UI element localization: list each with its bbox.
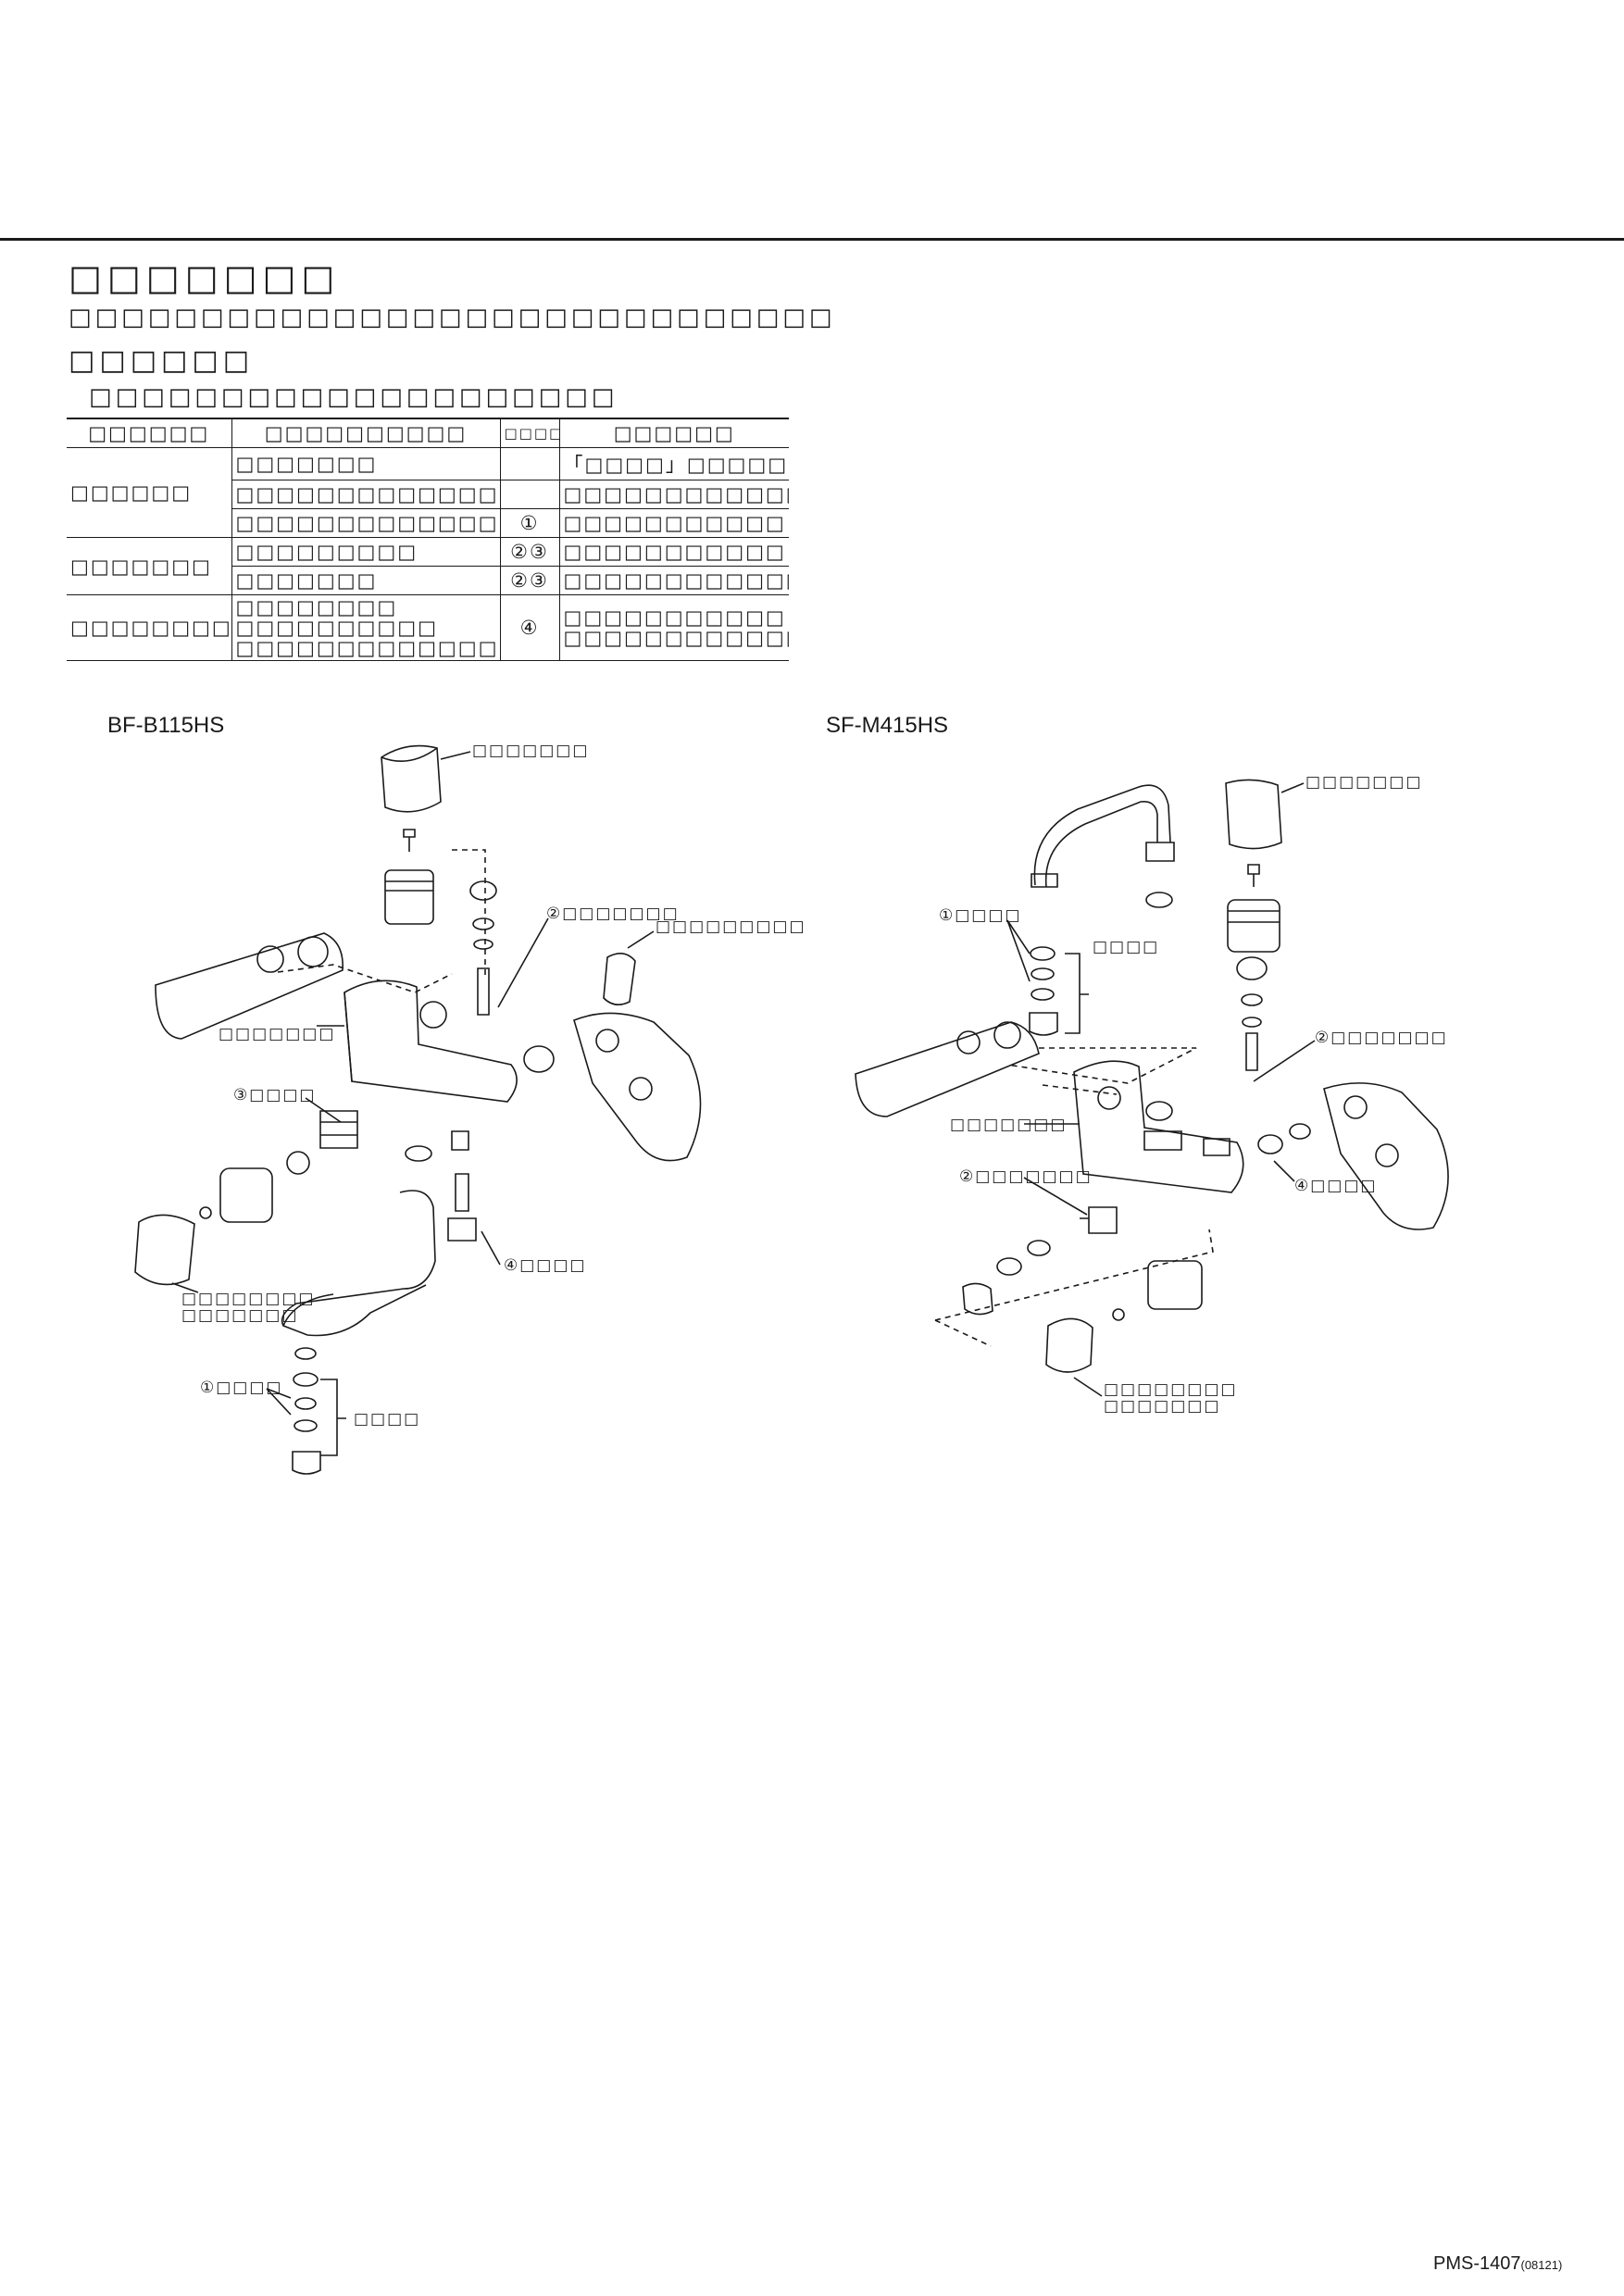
label-filter-1: ①□□□□ (939, 906, 1022, 925)
table-row: □□□□□□□ □□□□□□□□□ ②③ □□□□□□□□□□□ (67, 537, 789, 595)
mark-cell: ① (500, 508, 560, 538)
symptom-cell: □□□□□□□ (67, 537, 232, 595)
label-aerator: □□□□ (354, 1410, 421, 1429)
label-packing-3: ③□□□□ (233, 1086, 317, 1104)
column-header: □□□□□□ (67, 418, 232, 448)
remedy-line: □□□□□□□□□□□□□□ (563, 627, 790, 649)
label-body: □□□□□□□ (950, 1116, 1068, 1134)
label-headpart-2: ②□□□□□□□ (546, 905, 680, 923)
label-handle: □□□□□□□ (1305, 773, 1423, 792)
table-header-row: □□□□□□ □□□□□□□□□□ □□□□ □□□□□□ (67, 418, 789, 448)
label-body: □□□□□□□ (219, 1025, 336, 1043)
document-subcode: (08121) (1520, 2258, 1563, 2272)
label-strainer-4: ④□□□□ (504, 1256, 587, 1275)
column-header: □□□□□□ (559, 418, 789, 448)
symptom-cell: □□□□□□ (67, 447, 232, 538)
remedy-cell: 「□□□□」□□□□□ (559, 447, 789, 480)
document-code: PMS-1407 (1433, 2253, 1521, 2274)
left-exploded-view (135, 746, 701, 1474)
label-handle: □□□□□□□ (472, 742, 590, 760)
mark-cell (500, 447, 560, 480)
remedy-cell: □□□□□□□□□□□ □□□□□□□□□□□□□□ (559, 594, 790, 661)
table-row: □□□□□□□□□□□□□□□ □□□□□□□□□□□□□□ (67, 480, 789, 509)
mark-cell: ②③ (500, 537, 560, 567)
column-header: □□□□□□□□□□ (231, 418, 501, 448)
section-heading: □□□□□□ (69, 344, 255, 377)
label-spout-a: □□□□□□□□ (181, 1290, 316, 1308)
remedy-cell: □□□□□□□□□□□□□□ (559, 480, 789, 509)
cause-cell: □□□□□□□□ □□□□□□□□□□ □□□□□□□□□□□□□□□ (231, 594, 501, 661)
remedy-cell: □□□□□□□□□□□□□□ (559, 566, 789, 595)
remedy-cell: □□□□□□□□□□□ (559, 508, 789, 538)
cause-line: □□□□□□□□□□ (235, 617, 438, 639)
label-handle-2a: □□□□□□□□ (1104, 1380, 1238, 1399)
label-headpart-2: ②□□□□□□□ (1315, 1029, 1448, 1047)
symptom-cell: □□□□□□□□ (67, 594, 232, 661)
cause-cell: □□□□□□□□□□□□□□ (231, 508, 501, 538)
cause-cell: □□□□□□□□□ (231, 537, 501, 567)
label-handle-2b: □□□□□□□ (1104, 1397, 1221, 1416)
remedy-cell: □□□□□□□□□□□ (559, 537, 789, 567)
cause-cell: □□□□□□□□□□□□□□□ (231, 480, 501, 509)
mark-cell (500, 480, 560, 509)
table-row: □□□□□□□□ □□□□□□□□ □□□□□□□□□□ □□□□□□□□□□□… (67, 594, 790, 661)
remedy-line: □□□□□□□□□□□ (563, 606, 786, 629)
label-spout-b: □□□□□□□ (181, 1306, 299, 1325)
cause-line: □□□□□□□□□□□□□□□ (235, 637, 500, 659)
label-aerator: □□□□ (1093, 938, 1160, 956)
model-label-left: BF-B115HS (107, 713, 225, 738)
mark-cell: ④ (500, 594, 560, 661)
footer-code: PMS-1407(08121) (1433, 2253, 1562, 2275)
label-headpart-2: ②□□□□□□□ (959, 1167, 1093, 1186)
label-strainer-4: ④□□□□ (1294, 1177, 1378, 1195)
cause-cell: □□□□□□□ (231, 566, 501, 595)
table-row: □□□□□□ □□□□□□□ 「□□□□」□□□□□ (67, 447, 789, 538)
header-rule (0, 238, 1624, 241)
mark-cell: ②③ (500, 566, 560, 595)
label-elbow: □□□□□□□□□ (656, 917, 806, 936)
column-header: □□□□ (500, 418, 560, 448)
page-title: □□□□□□□ (69, 257, 341, 298)
cause-cell: □□□□□□□ (231, 447, 501, 480)
table-row: □□□□□□□ ②③ □□□□□□□□□□□□□□ (67, 566, 789, 595)
model-label-right: SF-M415HS (826, 713, 949, 738)
cause-line: □□□□□□□□ (235, 596, 398, 618)
label-filter-1: ①□□□□ (200, 1379, 283, 1397)
section-intro: □□□□□□□□□□□□□□□□□□□□ (89, 383, 618, 411)
right-exploded-view (856, 780, 1448, 1396)
troubleshooting-table: □□□□□□ □□□□□□□□□□ □□□□ □□□□□□ □□□□□□ □□□… (67, 418, 789, 661)
intro-text: □□□□□□□□□□□□□□□□□□□□□□□□□□□□□ (69, 304, 836, 331)
table-row: □□□□□□□□□□□□□□ ① □□□□□□□□□□□ (67, 508, 789, 538)
